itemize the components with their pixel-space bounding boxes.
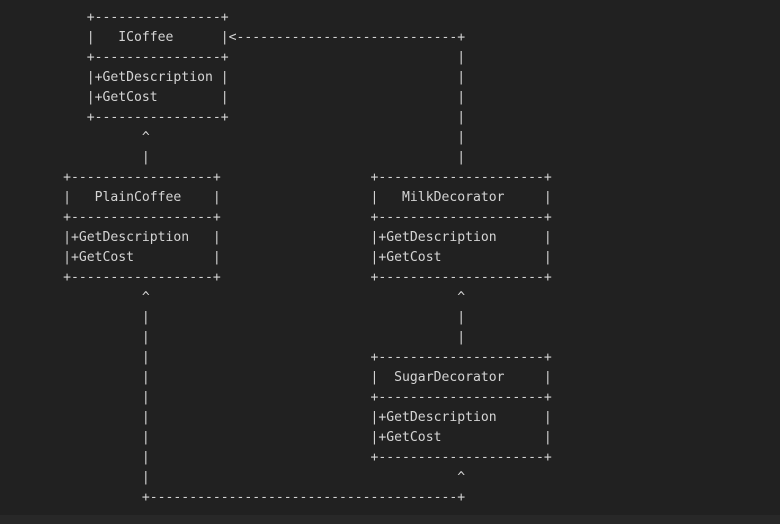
horizontal-scrollbar-track[interactable]	[0, 515, 780, 524]
diagram-row: |+GetCost | |+GetCost |	[0, 250, 552, 265]
diagram-row: | +---------------------+	[0, 450, 552, 465]
diagram-row: +------------------+ +------------------…	[0, 270, 552, 285]
diagram-row: | |	[0, 310, 466, 325]
diagram-row: | |+GetCost |	[0, 430, 552, 445]
diagram-row: |+GetDescription | |	[0, 70, 466, 85]
diagram-row: | |	[0, 330, 466, 345]
diagram-row: ^ |	[0, 130, 466, 145]
diagram-row: | |+GetDescription |	[0, 410, 552, 425]
diagram-row: ^ ^	[0, 290, 466, 305]
diagram-row: +----------------+ |	[0, 50, 466, 65]
diagram-row: +----------------+ |	[0, 110, 466, 125]
diagram-row: | PlainCoffee | | MilkDecorator |	[0, 190, 552, 205]
diagram-row: |+GetDescription | |+GetDescription |	[0, 230, 552, 245]
diagram-row: +------------------+ +------------------…	[0, 170, 552, 185]
diagram-row: +------------------+ +------------------…	[0, 210, 552, 225]
diagram-row: | |	[0, 150, 466, 165]
diagram-row: | | SugarDecorator |	[0, 370, 552, 385]
diagram-row: | +---------------------+	[0, 350, 552, 365]
diagram-row: | +---------------------+	[0, 390, 552, 405]
ascii-class-diagram: +----------------+ | ICoffee |<---------…	[0, 8, 552, 508]
diagram-row: +----------------+	[0, 10, 229, 25]
diagram-row: | ICoffee |<----------------------------…	[0, 30, 466, 45]
diagram-row: | ^	[0, 470, 466, 485]
diagram-row: |+GetCost | |	[0, 90, 466, 105]
diagram-row: +---------------------------------------…	[0, 490, 466, 505]
